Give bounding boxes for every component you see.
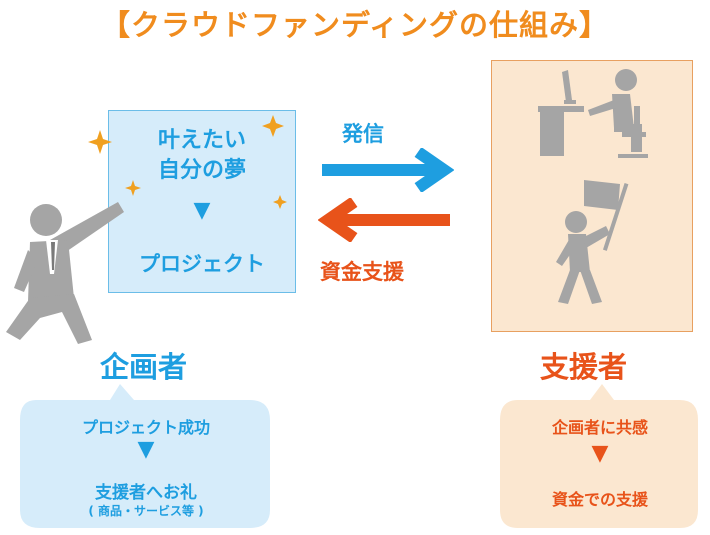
sparkle-icon — [262, 115, 284, 137]
supporter-bubble — [500, 384, 698, 528]
sparkle-icon — [125, 180, 141, 196]
flag-waver-icon — [556, 180, 629, 304]
dream-down-arrow: ▼ — [193, 198, 211, 223]
planner-bubble-line-2: 支援者へお礼 — [95, 483, 197, 503]
supporter-bubble-arrow: ▼ — [591, 441, 609, 466]
right-arrow-icon — [322, 148, 454, 192]
page-title: 【クラウドファンディングの仕組み】 — [101, 8, 609, 42]
fund-support-label: 資金支援 — [320, 260, 404, 284]
dream-line-2: 自分の夢 — [157, 158, 246, 183]
sparkle-icon — [273, 195, 287, 209]
send-label: 発信 — [342, 122, 384, 146]
planner-bubble-line-1: プロジェクト成功 — [81, 418, 210, 437]
supporter-label: 支援者 — [540, 350, 628, 384]
planner-label: 企画者 — [100, 350, 188, 384]
dream-line-1: 叶えたい — [157, 128, 246, 153]
dream-project-box — [108, 110, 296, 293]
desk-worker-icon — [538, 69, 648, 158]
project-label: プロジェクト — [139, 252, 265, 276]
presenter-figure-icon — [6, 202, 124, 344]
supporter-bubble-line-2: 資金での支援 — [551, 490, 648, 509]
left-arrow-icon — [318, 198, 450, 242]
sparkle-icon — [88, 130, 112, 154]
planner-bubble-line-3: ( 商品・サービス等 ) — [88, 504, 204, 518]
bubbles-layer — [20, 384, 698, 528]
planner-bubble-arrow: ▼ — [137, 437, 155, 462]
supporter-bubble-line-1: 企画者に共感 — [551, 418, 648, 437]
planner-bubble — [20, 384, 270, 528]
